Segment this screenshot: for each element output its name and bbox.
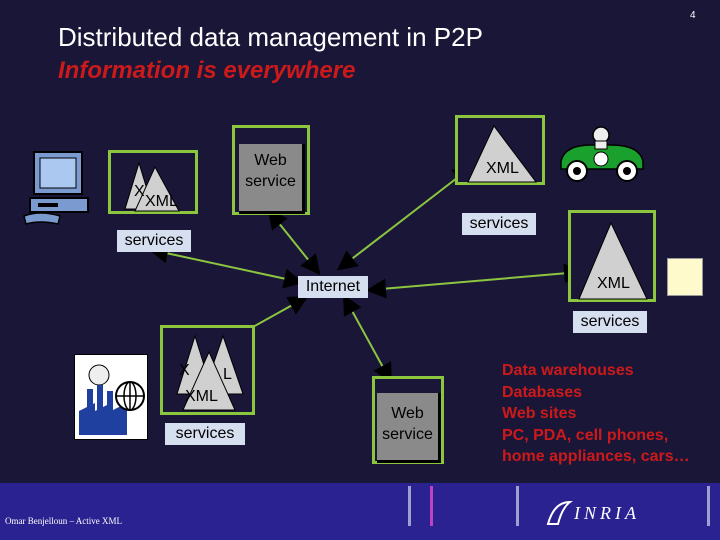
right-services-label: services [573,311,647,333]
arrow-webbottom-internet [343,294,392,384]
factory-xml-a-label: X [179,362,190,379]
web-service-top-panel: Web service [232,125,310,215]
inria-logo-text: INRIA [574,503,640,523]
web-service-bottom-label: Web service [377,393,441,463]
web-service-top-label: Web service [239,144,305,214]
list-item: Databases [502,383,583,401]
inria-logo-icon: INRIA [544,498,644,528]
footer-credit: Omar Benjelloun – Active XML [5,516,122,526]
pc-services-label: services [117,230,191,252]
list-item: PC, PDA, cell phones, [502,426,669,444]
arrow-web-internet [267,208,321,276]
car-services-label: services [462,213,536,235]
footer-stripe [516,486,519,526]
list-item: Data warehouses [502,362,634,379]
race-car-icon [555,125,647,185]
right-xml-panel: XML [568,210,656,302]
pc-xml-back-label: X [134,183,145,200]
data-sources-list: Data warehouses Databases Web sites PC, … [502,360,690,468]
computer-icon [20,148,100,228]
arrow-right-internet [366,263,584,299]
slide-number: 4 [690,10,696,21]
note-box [667,258,703,296]
footer-stripe [430,486,433,526]
arrow-car-internet [336,165,474,271]
web-service-bottom-panel: Web service [372,376,444,464]
right-xml-label: XML [597,275,630,292]
footer-stripe [707,486,710,526]
car-xml-label: XML [486,160,519,177]
globe-icon [114,380,146,412]
arrow-pc-internet [148,243,304,289]
list-item: Web sites [502,405,577,422]
factory-xml-panel: X L XML [160,325,255,415]
factory-xml-label: XML [185,388,218,405]
footer-bar [0,483,720,540]
factory-xml-b-label: L [223,366,232,383]
list-item: home appliances, cars… [502,448,690,465]
factory-services-label: services [165,423,245,445]
pc-xml-label: XML [145,193,178,210]
pc-xml-panel: X XML [108,150,198,214]
page-subtitle: Information is everywhere [58,57,356,84]
page-title: Distributed data management in P2P [58,22,483,52]
car-xml-panel: XML [455,115,545,185]
internet-label: Internet [298,276,368,298]
footer-stripe [408,486,411,526]
